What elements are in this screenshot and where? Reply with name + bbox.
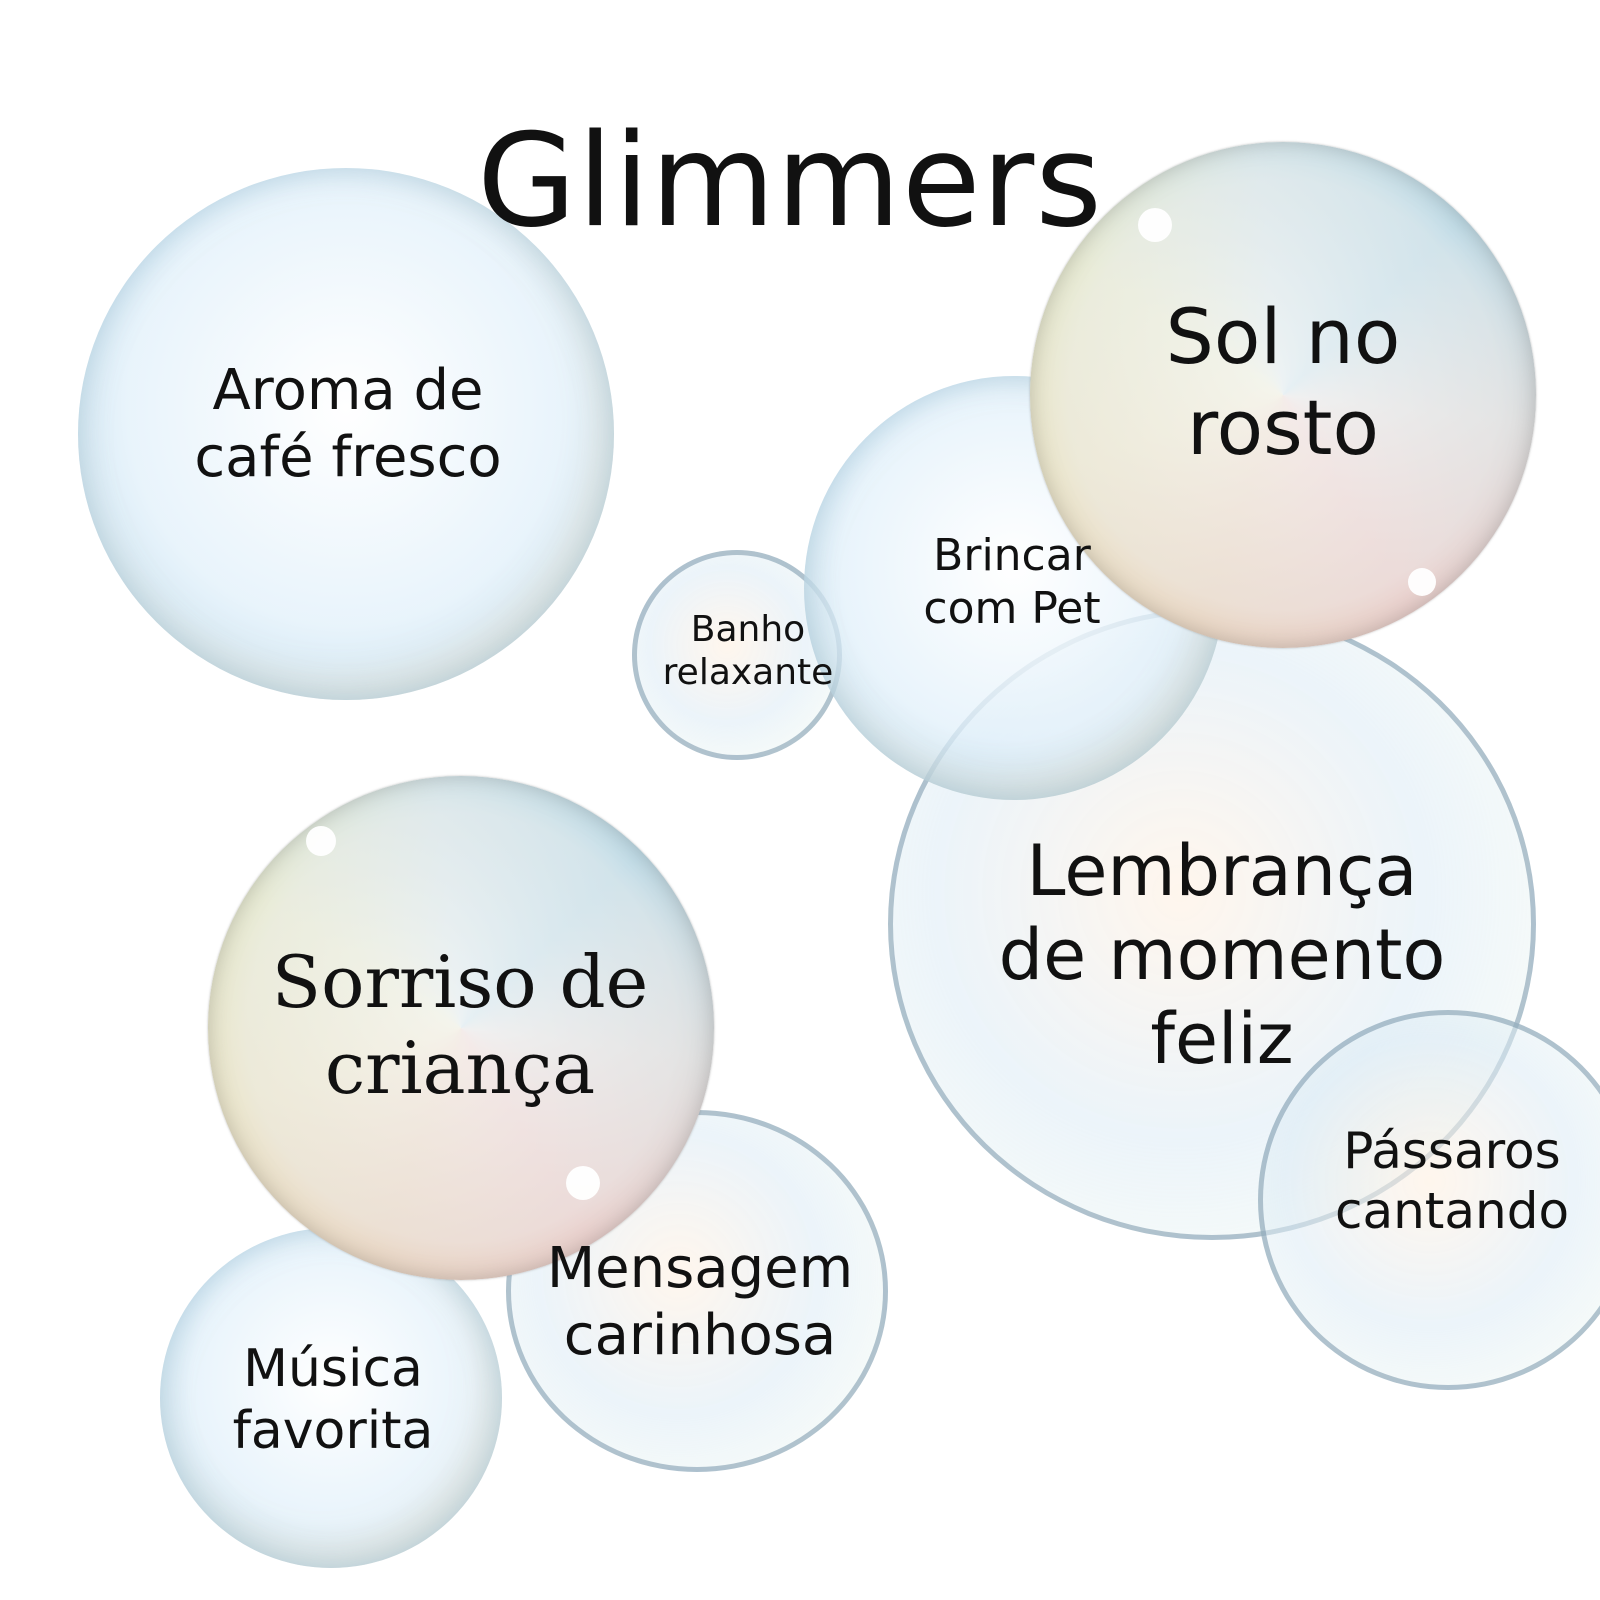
bubble-musica: [160, 1228, 502, 1568]
label-sol: Sol no rosto: [1165, 291, 1401, 472]
bubble-highlight: [1138, 208, 1172, 242]
bubble-highlight: [1408, 568, 1436, 596]
label-banho: Banho relaxante: [662, 608, 834, 693]
bubble-sol: [1030, 142, 1536, 648]
label-sorriso: Sorriso de criança: [271, 939, 649, 1110]
label-passaros: Pássaros cantando: [1334, 1122, 1570, 1240]
bubble-highlight: [306, 826, 336, 856]
bubble-sorriso: [208, 776, 714, 1280]
label-mensagem: Mensagem carinhosa: [546, 1235, 854, 1368]
bubble-passaros: [1258, 1010, 1600, 1390]
label-musica: Música favorita: [232, 1338, 434, 1461]
bubble-aroma: [78, 168, 614, 700]
label-brincar: Brincar com Pet: [923, 530, 1101, 634]
label-lembranca: Lembrança de momento feliz: [998, 830, 1446, 1080]
page-title: Glimmers: [477, 107, 1103, 256]
label-aroma: Aroma de café fresco: [194, 357, 502, 490]
bubble-highlight: [566, 1166, 600, 1200]
